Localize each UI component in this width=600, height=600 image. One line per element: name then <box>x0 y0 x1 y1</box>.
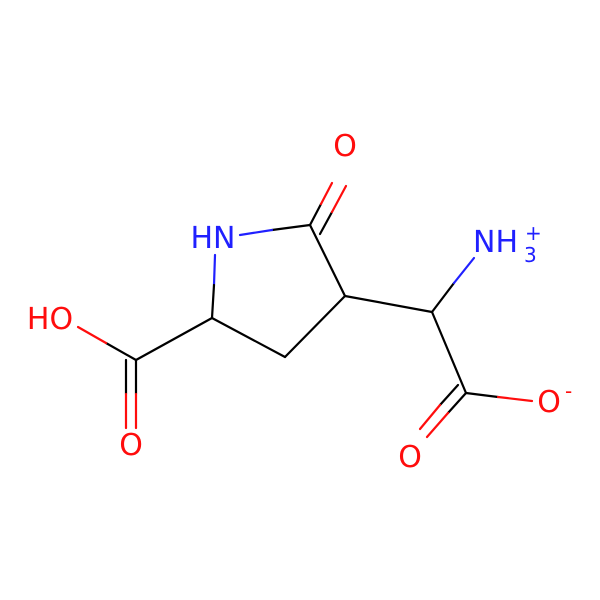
bond-c-ring-co-to-c-ring-ch-single <box>308 223 347 298</box>
bond-segment <box>464 391 500 399</box>
atom-label-o-acid-double: O <box>119 428 143 463</box>
bond-segment <box>418 403 442 431</box>
o-minus-charge: - <box>565 379 572 403</box>
atom-label-o-ring-co: O <box>333 129 357 164</box>
bond-segment <box>212 253 217 287</box>
bond-segment <box>430 281 456 314</box>
atom-label-nh3-plus: NH 3 + <box>473 221 542 267</box>
bond-segment <box>104 341 138 362</box>
bond-c-ring-ch-to-c-side-alpha-single <box>343 294 434 314</box>
bond-segment <box>210 316 287 359</box>
bond-c-carboxylate-to-o-carboxylate-double-double <box>418 383 468 439</box>
bond-n-ring-to-c-ring-alpha-single <box>210 253 217 320</box>
atom-label-o-minus: O - <box>537 379 572 420</box>
atom-label-hn-ring: HN <box>191 221 236 256</box>
bond-segment <box>134 316 214 362</box>
bonds-layer <box>76 181 534 439</box>
bond-segment <box>283 294 347 359</box>
bond-segment <box>76 325 108 345</box>
bond-c-carboxylate-to-o-carboxylate-minus-single <box>464 391 534 403</box>
bond-c-ring-alpha-to-c-ring-ch2-single <box>210 316 287 359</box>
bond-segment <box>238 228 274 237</box>
bond-segment <box>308 202 323 227</box>
bond-segment <box>319 181 334 206</box>
bond-segment <box>446 391 468 415</box>
atom-label-o-carboxylate-double: O <box>398 440 422 475</box>
bond-segment <box>330 184 348 214</box>
bond-segment <box>430 310 468 395</box>
atom-labels-layer: O HN NH 3 + O - O HO O <box>27 129 572 475</box>
bond-c-side-alpha-to-c-carboxylate-single <box>430 310 468 395</box>
bond-c-ring-co-to-o-ring-co-double <box>308 181 348 236</box>
bond-c-ring-alpha-to-c-acid-single <box>134 316 214 362</box>
o-minus-main: O <box>537 385 561 420</box>
bond-segment <box>496 395 534 403</box>
bond-segment <box>438 383 460 407</box>
nh3-subscript: 3 <box>524 243 537 267</box>
bond-c-ring-co-to-n-ring-single <box>238 223 312 237</box>
bond-c-acid-to-o-acid-oh-single <box>76 325 138 362</box>
bond-c-ring-ch2-to-c-ring-ch-single <box>283 294 347 359</box>
bond-c-side-alpha-to-n-ammonium-single <box>430 256 476 314</box>
bond-segment <box>425 411 450 439</box>
bond-segment <box>343 294 434 314</box>
nh3-charge: + <box>525 221 542 245</box>
bond-c-acid-to-o-acid-double-double <box>124 358 138 430</box>
bond-segment <box>308 223 347 298</box>
atom-label-ho-acid: HO <box>27 302 73 337</box>
bond-segment <box>452 256 476 285</box>
bond-segment <box>210 283 216 320</box>
nh3-main: NH <box>473 225 518 260</box>
bond-segment <box>270 223 312 232</box>
bond-segment <box>318 210 334 236</box>
